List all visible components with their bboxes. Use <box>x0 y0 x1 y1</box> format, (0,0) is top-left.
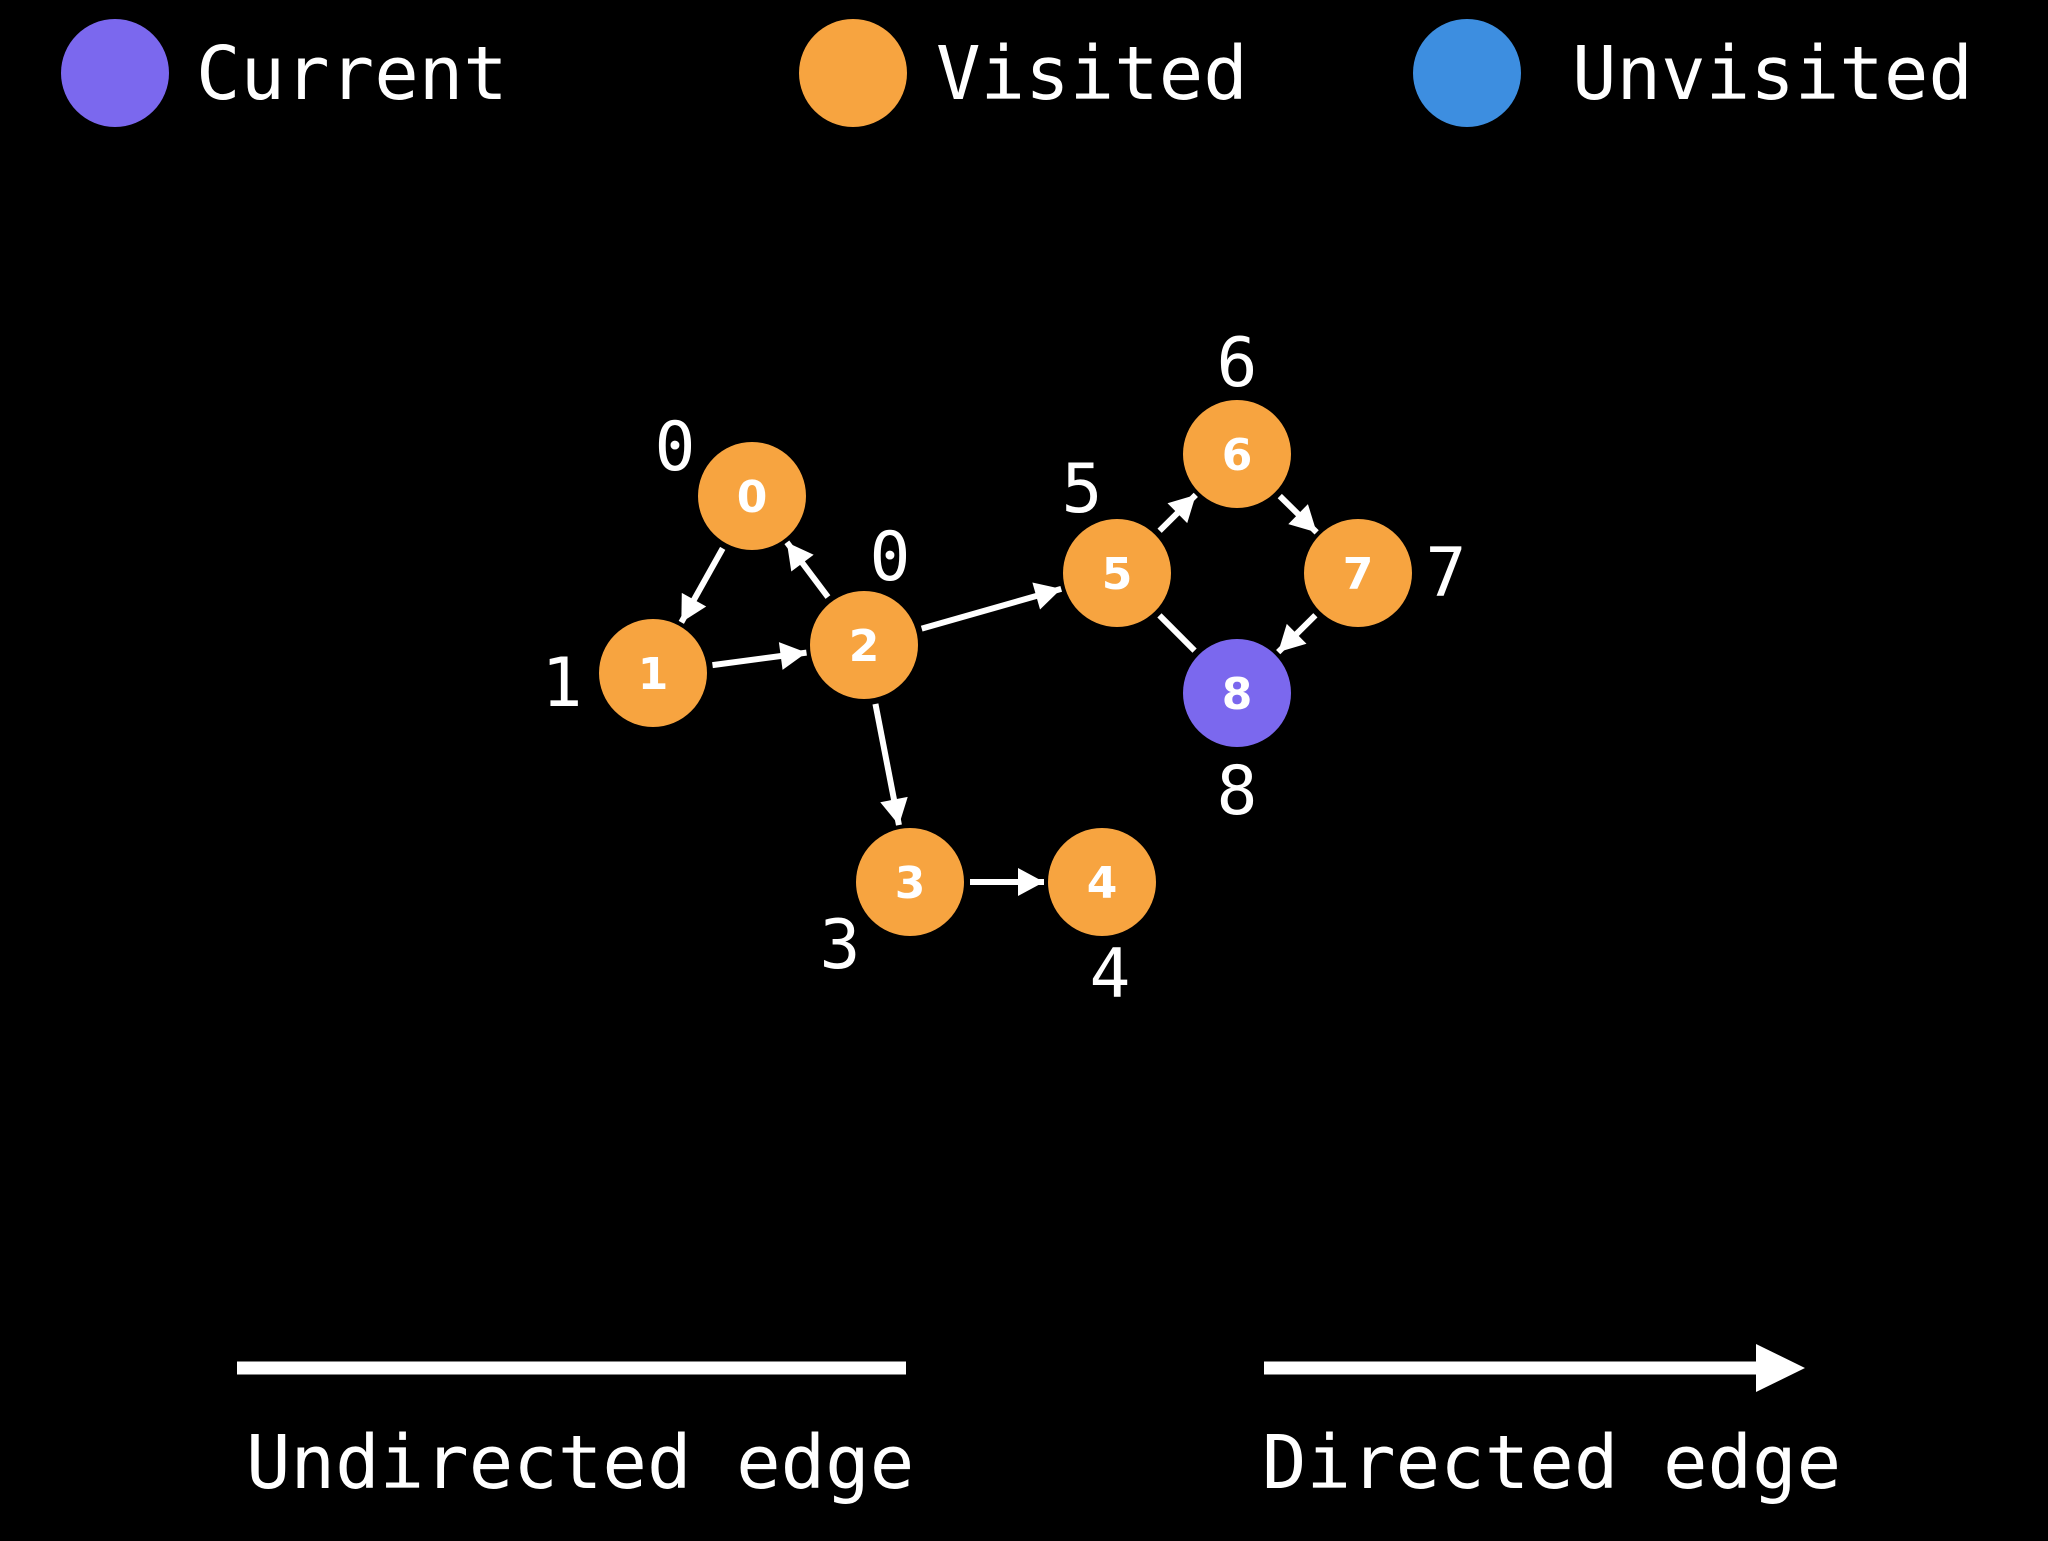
graph-node-order-2: 0 <box>870 518 911 597</box>
graph-node-6 <box>1183 400 1291 508</box>
arrowhead-2-3 <box>880 796 908 826</box>
graph-node-order-4: 4 <box>1090 935 1131 1014</box>
graph-node-label-6: 6 <box>1222 430 1253 481</box>
graph-node-order-1: 1 <box>542 644 583 723</box>
edge-legend: Undirected edge Directed edge <box>237 1344 1841 1506</box>
graph-node-label-0: 0 <box>737 472 768 523</box>
arrowhead-1-2 <box>778 642 807 670</box>
graph-node-label-8: 8 <box>1222 669 1253 720</box>
graph-node-7 <box>1304 519 1412 627</box>
arrowhead-5-6 <box>1167 494 1196 524</box>
graph-node-label-3: 3 <box>895 858 926 909</box>
graph-node-order-5: 5 <box>1062 450 1103 529</box>
graph-node-order-7: 7 <box>1426 534 1467 613</box>
directed-edge-label: Directed edge <box>1262 1420 1841 1506</box>
arrowhead-2-5 <box>1032 582 1062 610</box>
graph-node-label-7: 7 <box>1343 549 1374 600</box>
graph-node-order-0: 0 <box>655 408 696 487</box>
graph-node-2 <box>810 591 918 699</box>
undirected-edge-label: Undirected edge <box>246 1420 914 1506</box>
graph-node-order-6: 6 <box>1217 324 1258 403</box>
state-legend: Current Visited Unvisited <box>61 19 1973 127</box>
graph-node-3 <box>856 828 964 936</box>
graph-node-1 <box>599 619 707 727</box>
arrowhead-2-0 <box>786 542 814 572</box>
legend-unvisited-swatch <box>1413 19 1521 127</box>
graph-node-label-5: 5 <box>1102 549 1133 600</box>
legend-current-swatch <box>61 19 169 127</box>
arrowhead-0-1 <box>681 592 707 623</box>
legend-current-label: Current <box>196 31 508 117</box>
graph-node-label-2: 2 <box>849 621 880 672</box>
graph-node-order-3: 3 <box>820 906 861 985</box>
arrowhead-6-7 <box>1288 504 1317 533</box>
graph-node-label-1: 1 <box>638 649 669 700</box>
arrowhead-7-8 <box>1278 623 1307 653</box>
legend-visited-label: Visited <box>936 31 1248 117</box>
graph-node-label-4: 4 <box>1087 858 1118 909</box>
directed-edge-arrowhead <box>1756 1344 1805 1392</box>
undirected-edge-5-8 <box>1157 613 1197 653</box>
legend-unvisited-label: Unvisited <box>1572 31 1973 117</box>
graph-node-order-8: 8 <box>1217 752 1258 831</box>
edges-layer <box>678 492 1319 896</box>
graph-node-4 <box>1048 828 1156 936</box>
graph-node-0 <box>698 442 806 550</box>
arrowhead-3-4 <box>1018 868 1044 896</box>
graph-node-5 <box>1063 519 1171 627</box>
graph-node-8 <box>1183 639 1291 747</box>
legend-visited-swatch <box>799 19 907 127</box>
